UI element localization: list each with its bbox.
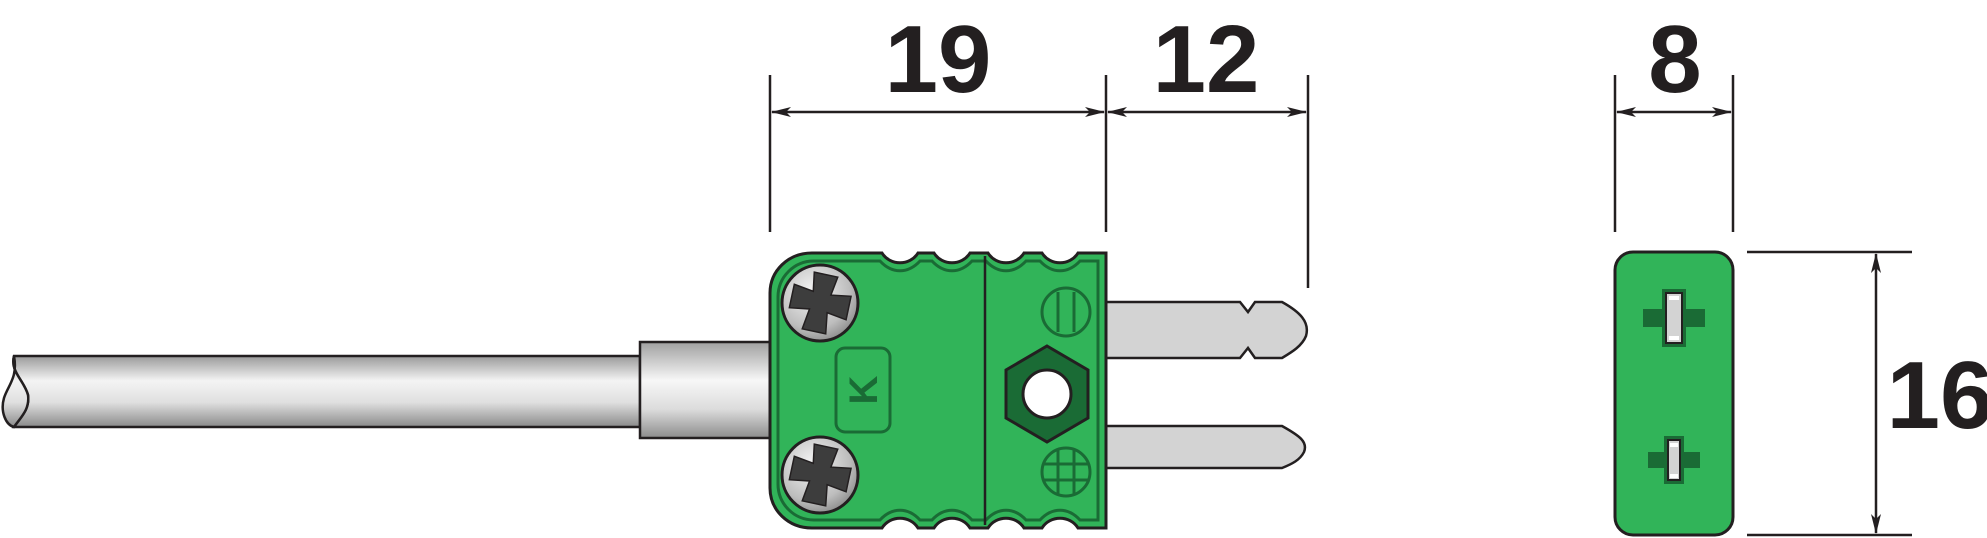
upper-socket [1643,289,1705,347]
dimension-height: 16 [1747,250,1987,537]
screw-icon [780,263,860,343]
sheath-break-mark [1,355,30,429]
type-label: K [834,346,892,434]
lower-socket [1648,436,1700,484]
hex-nut-icon [1004,344,1090,444]
upper-pin [1103,300,1309,360]
pin-polarity-symbol [1040,286,1092,338]
pin-polarity-symbol [1040,446,1092,498]
body-inner-edge [776,259,1100,522]
dimension-label-19: 19 [885,6,992,113]
dimension-label-12: 12 [1153,6,1260,113]
connector-end-view [1613,250,1735,537]
cable-ferrule [638,340,772,440]
connector-pins [1103,300,1309,470]
type-letter: K [842,375,886,404]
screw-icon [780,435,860,515]
dimension-label-8: 8 [1648,6,1701,113]
dimension-pin-length: 12 [1107,6,1310,288]
lower-pin [1103,424,1307,470]
probe-sheath [1,354,642,429]
dimension-body-length: 19 [768,6,1108,232]
dimension-width: 8 [1613,6,1735,232]
dimension-label-16: 16 [1887,342,1987,449]
